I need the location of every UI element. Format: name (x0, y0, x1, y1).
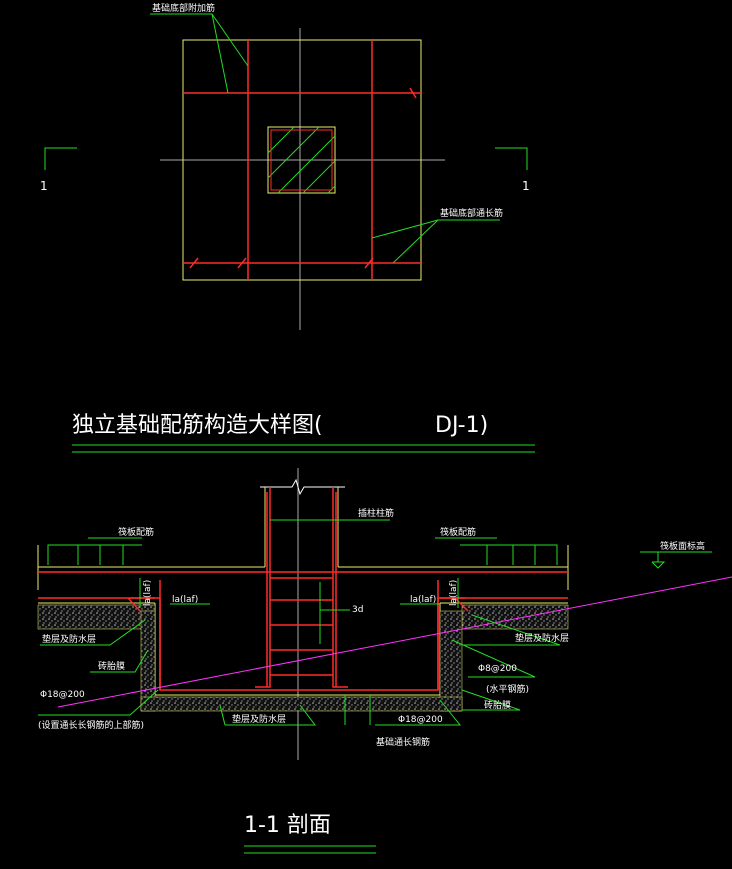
label-rebar-right-spec: Φ8@200 (478, 664, 517, 674)
title-code: DJ-1) (435, 413, 488, 438)
raft-marks (47, 519, 558, 644)
label-column-bars: 插柱柱筋 (358, 507, 394, 519)
label-rebar-right-desc: (水平钢筋) (486, 683, 529, 695)
label-cushion-right: 垫层及防水层 (515, 632, 569, 644)
cushion-left-wall (140, 610, 156, 712)
column-break-mark (260, 478, 345, 496)
label-la-right-2: la(laf) (449, 580, 459, 606)
label-la-right-1: la(laf) (410, 595, 436, 605)
raft-slab (37, 545, 569, 696)
cushion-right-top (461, 604, 569, 630)
plan-top-rebar-label: 基础底部附加筋 (152, 2, 215, 14)
section-mark-right-text: 1 (522, 179, 530, 193)
plan-right-rebar-label: 基础底部通长筋 (440, 207, 503, 219)
plan-footing-outline (182, 39, 422, 281)
magenta-line (57, 576, 732, 708)
section-leaders (38, 614, 561, 726)
cushion-right-wall (439, 610, 463, 712)
label-rebar-left-desc: (设置通长长钢筋的上部筋) (38, 719, 144, 731)
plan-column (267, 126, 336, 194)
label-rebar-left-spec: Φ18@200 (40, 690, 85, 700)
label-raft-left: 筏板配筋 (118, 526, 154, 538)
label-brick-right: 砖胎膜 (484, 699, 511, 711)
label-rebar-bottom-desc: 基础通长钢筋 (376, 736, 430, 748)
label-raft-right: 筏板配筋 (440, 526, 476, 538)
section-title: 1-1 剖面 (244, 813, 331, 838)
section-rebars (38, 487, 568, 691)
section-mark-left-text: 1 (40, 179, 48, 193)
cushion-bottom (140, 696, 463, 712)
plan-leaders (150, 13, 500, 264)
label-cushion-bottom: 垫层及防水层 (232, 713, 286, 725)
label-raft-top: 筏板面标高 (660, 540, 705, 552)
label-brick-left: 砖胎膜 (98, 660, 125, 672)
section-mark-right (495, 147, 528, 170)
label-la-left-2: la(laf) (172, 595, 198, 605)
section-mark-left (44, 147, 77, 170)
label-la-left-1: la(laf) (143, 580, 153, 606)
label-rebar-bottom-spec: Φ18@200 (398, 715, 443, 725)
label-cushion-left: 垫层及防水层 (42, 633, 96, 645)
label-3d: 3d (352, 605, 363, 615)
raft-elevation-symbol (640, 551, 712, 569)
plan-view: 基础底部附加筋 基础底部通长筋 1 1 (40, 2, 530, 330)
cushion-left-top (37, 604, 156, 630)
title-main: 独立基础配筋构造大样图( (72, 413, 323, 438)
plan-rebars (183, 40, 421, 280)
drawing-title: 独立基础配筋构造大样图( DJ-1) (72, 413, 535, 453)
section-column (264, 487, 339, 567)
section-view: 插柱柱筋 筏板配筋 筏板配筋 筏板面标高 la(laf) la(laf) la(… (37, 468, 732, 854)
